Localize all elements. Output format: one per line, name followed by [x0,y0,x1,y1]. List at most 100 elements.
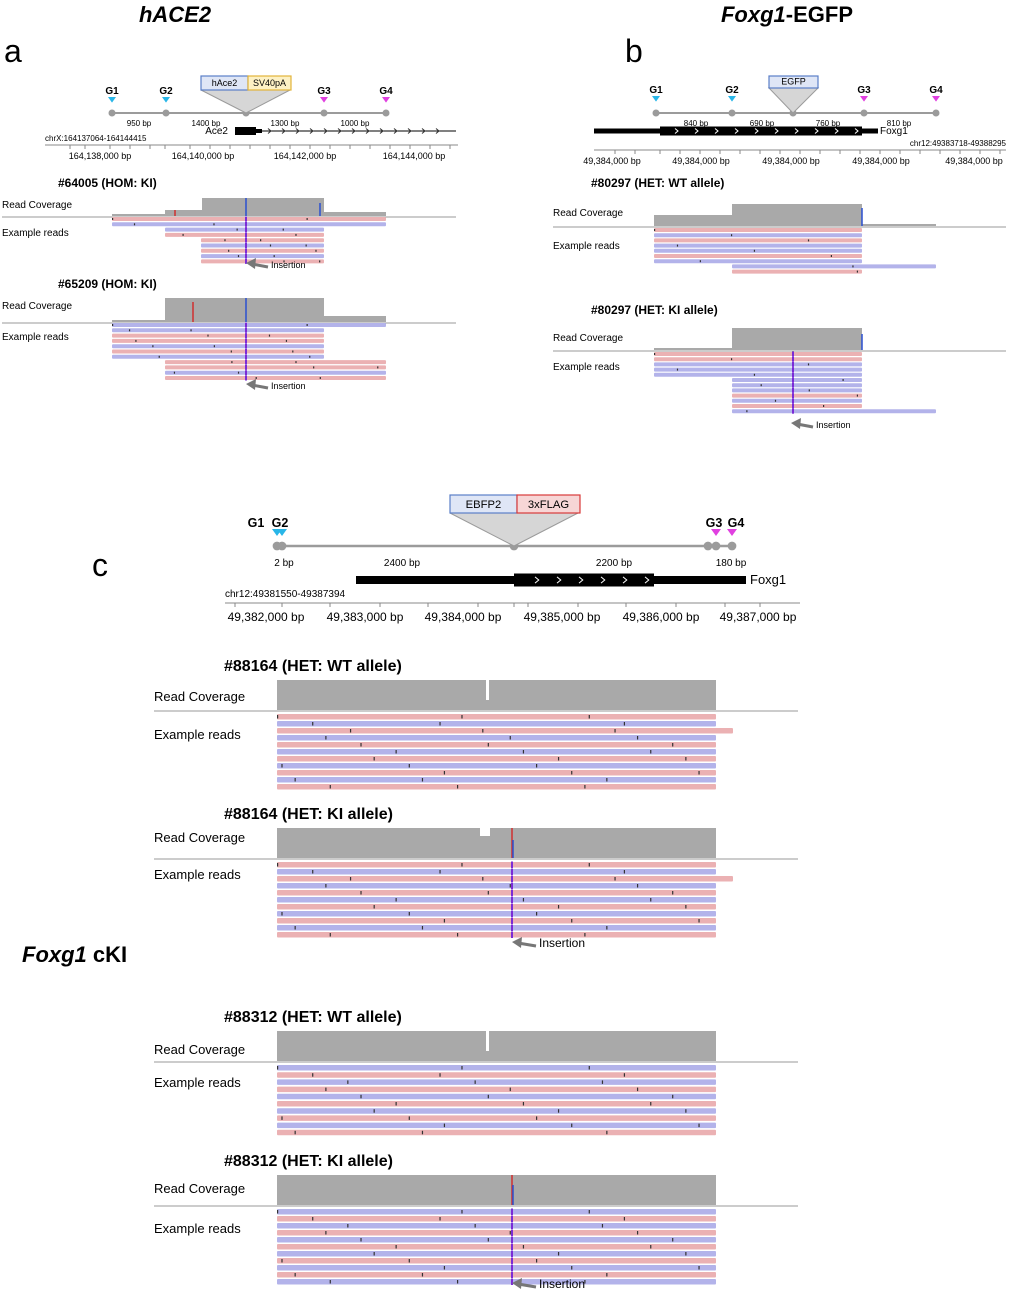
panel-c-s1-read-mismatch [487,891,489,895]
panel-c-s2-read-3 [277,1086,716,1093]
panel-c-s0-read-4 [277,742,716,748]
panel-c-s1-read-mismatch [395,898,397,902]
panel-c-s3-insertion-arrow-head [512,1278,522,1289]
panel-c-s3-read-mismatch [557,1252,560,1256]
panel-b-s1-read-mismatch [753,373,756,376]
panel-c-s0-read-0 [277,714,716,720]
panel-b-s1-read-insertion-10 [792,403,794,409]
panel-a-title: hACE2 [139,2,212,27]
panel-a-gene-chevron [421,128,426,134]
panel-b-gene-chevron [714,128,719,134]
panel-b-gene-chevron [734,128,739,134]
panel-c-guide-marker-1 [277,529,287,536]
panel-c-title-rest: cKI [87,942,127,967]
panel-b-s1-read-insertion-1 [792,356,794,362]
panel-a-backbone-node-4 [382,109,390,117]
panel-b-s1-read-7 [732,388,862,393]
panel-a-segment-label-1: 1400 bp [192,119,221,128]
panel-a-s1-coverage-label: Read Coverage [2,301,72,312]
panel-a-ruler-label-3: 164,144,000 bp [383,151,446,161]
panel-b-s0-coverage-histogram [654,204,936,226]
panel-c-s2-read-mismatch [439,1073,441,1077]
panel-c-s1-read-6 [277,904,716,910]
panel-c-s3-coverage-histogram [277,1175,716,1205]
panel-c-s2-read-mismatch [373,1109,375,1113]
panel-b-ruler-label-4: 49,384,000 bp [945,156,1003,166]
panel-c-s3-read-mismatch [636,1231,639,1235]
panel-b-s1-coverage-label: Read Coverage [553,333,623,344]
panel-c-s0-read-mismatch [443,771,446,775]
panel-c-s0-read-mismatch [636,736,639,740]
panel-c-s2-read-mismatch [395,1102,397,1106]
panel-a-s1-read-mismatch [255,377,257,379]
panel-c-s3-read-mismatch [522,1245,525,1249]
panel-c-s3-read-1 [277,1216,716,1222]
panel-c-letter: c [92,547,108,583]
panel-b-s0-read-6 [654,259,862,264]
panel-a-ruler-label-2: 164,142,000 bp [274,151,337,161]
panel-c-ruler-label-4: 49,386,000 bp [623,610,700,624]
panel-a-s0-read-insertion-0 [245,216,247,222]
panel-c-s1-reads-label: Example reads [154,867,241,882]
panel-b-ruler-label-3: 49,384,000 bp [852,156,910,166]
panel-a-s0-read-mismatch [224,239,226,242]
panel-c-ruler-label-5: 49,387,000 bp [720,610,797,624]
panel-c-s3-read-mismatch [294,1273,296,1277]
panel-c-s3-read-mismatch [623,1217,626,1221]
panel-b-s1-read-insertion-11 [792,408,794,414]
panel-a-s0-read-1 [112,222,386,227]
panel-a-s0-coverage-histogram [112,198,386,216]
panel-c-s1-read-mismatch [281,912,283,916]
panel-c-s3-read-mismatch [487,1238,489,1242]
panel-a-s0-read-insertion-4 [245,237,247,243]
panel-c-s3-read-mismatch [571,1266,573,1270]
panel-c-s1-read-mismatch [571,919,573,923]
panel-a-ruler-label-1: 164,140,000 bp [172,151,235,161]
panel-b-s0-read-0 [654,228,862,232]
panel-c-s1-read-mismatch [698,919,700,923]
panel-a-gene-chevron [281,128,286,134]
panel-a-ruler-label-0: 164,138,000 bp [69,151,132,161]
panel-c-s3-read-7 [277,1258,716,1264]
panel-c-ruler-label-2: 49,384,000 bp [425,610,502,624]
panel-a-gene-chevron [337,128,342,134]
panel-c-s1-read-insertion-6 [511,903,513,910]
panel-a-s1-read-3 [112,338,324,343]
panel-b-letter: b [625,33,643,69]
panel-a-s1-read-mismatch [306,324,308,326]
panel-c-s0-read-7 [277,763,716,769]
panel-c-s0-read-1 [277,721,716,727]
panel-b-segment-label-2: 760 bp [816,119,841,128]
panel-c-insert-label-0: EBFP2 [466,499,502,511]
panel-b-s1-read-5 [732,378,862,382]
panel-c-s3-read-mismatch [408,1259,410,1263]
panel-c-s2-sample-title: #88312 (HET: WT allele) [224,1009,402,1026]
panel-c-s2-read-mismatch [557,1109,560,1113]
panel-b-s1-read-2 [654,362,862,367]
panel-c-s2-read-mismatch [606,1130,608,1135]
panel-b-s0-read-mismatch [654,229,656,231]
panel-b-gene-label: Foxg1 [880,126,908,137]
panel-b-s1-read-0 [654,352,862,356]
panel-a-s0-reads-label: Example reads [2,228,69,239]
panel-a-s0-read-mismatch [315,249,317,252]
panel-c-s3-read-insertion-9 [511,1271,513,1278]
panel-a-guide-label-0: G1 [105,86,119,97]
panel-c-s3-read-10 [277,1279,716,1285]
panel-a-s1-coverage-histogram [112,298,386,322]
panel-c-s1-read-mismatch [482,877,484,881]
panel-c-s0-read-9 [277,777,716,783]
panel-a-s1-read-insertion-5 [245,349,247,354]
panel-c-s3-read-6 [277,1251,716,1257]
panel-c-guide-label-2: G3 [706,516,723,530]
panel-c-coordinates: chr12:49381550-49387394 [225,589,346,600]
panel-c-s2-read-mismatch [325,1087,327,1092]
panel-c-s0-read-mismatch [395,750,397,754]
panel-a-s0-read-mismatch [260,239,262,242]
panel-b-guide-marker-2 [860,96,868,102]
panel-b-title: Foxg1-EGFP [721,2,853,27]
panel-c-s1-read-mismatch [456,933,459,937]
panel-a-segment-label-0: 950 bp [127,119,152,128]
panel-c-s1-coverage-label: Read Coverage [154,830,245,845]
panel-b-s0-read-mismatch [753,249,756,252]
